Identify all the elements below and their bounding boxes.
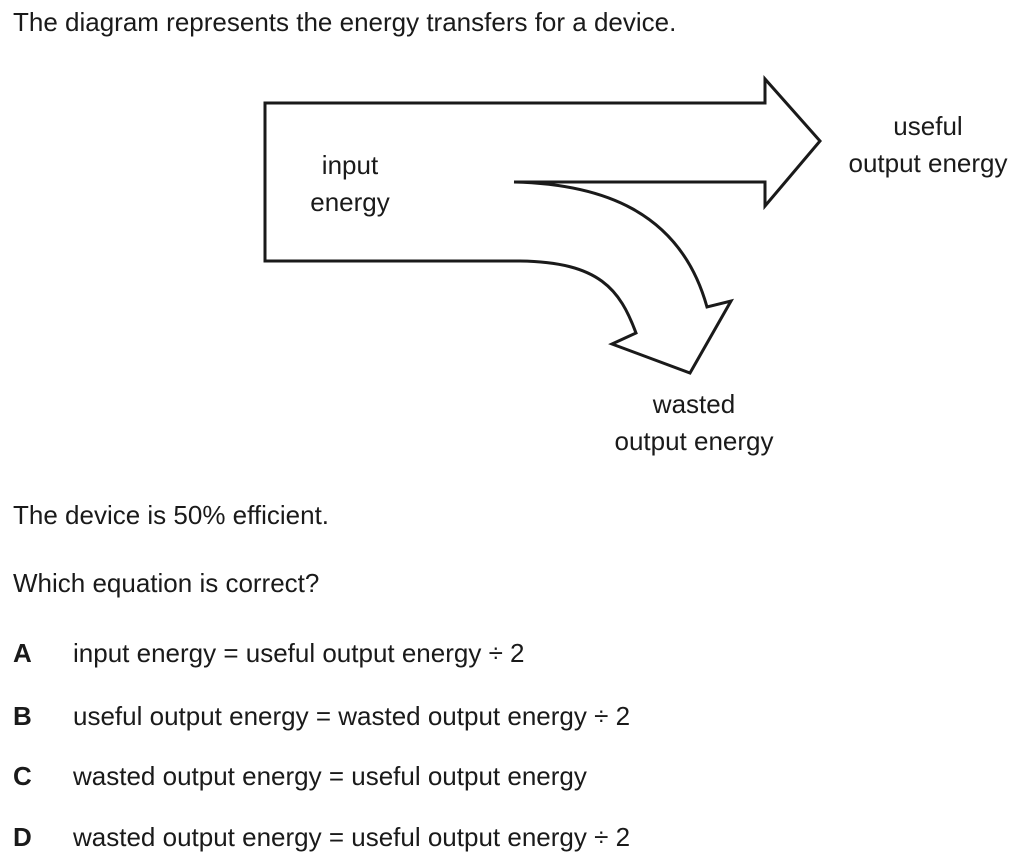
option-letter: D xyxy=(13,822,32,852)
useful-output-line2: output energy xyxy=(848,148,1008,178)
wasted-output-line2: output energy xyxy=(614,426,774,456)
energy-transfer-diagram: input energy useful output energy wasted… xyxy=(263,75,1026,460)
option-text: wasted output energy = useful output ene… xyxy=(73,761,587,791)
question-text: Which equation is correct? xyxy=(13,568,320,598)
energy-flow-outline xyxy=(263,75,822,375)
efficiency-statement: The device is 50% efficient. xyxy=(13,500,330,530)
option-letter: C xyxy=(13,761,32,791)
option-letter: A xyxy=(13,638,32,668)
useful-output-label: useful output energy xyxy=(830,108,1026,182)
option-text: useful output energy = wasted output ene… xyxy=(73,701,631,731)
option-text: input energy = useful output energy ÷ 2 xyxy=(73,638,525,668)
input-energy-label: input energy xyxy=(290,147,410,221)
sankey-arrows xyxy=(263,75,822,375)
option-text: wasted output energy = useful output ene… xyxy=(73,822,631,852)
useful-output-line1: useful xyxy=(893,111,963,141)
input-energy-line1: input xyxy=(321,150,379,180)
wasted-output-label: wasted output energy xyxy=(596,386,792,460)
option-letter: B xyxy=(13,701,32,731)
wasted-output-line1: wasted xyxy=(652,389,736,419)
intro-text: The diagram represents the energy transf… xyxy=(13,7,677,37)
input-energy-line2: energy xyxy=(310,187,390,217)
